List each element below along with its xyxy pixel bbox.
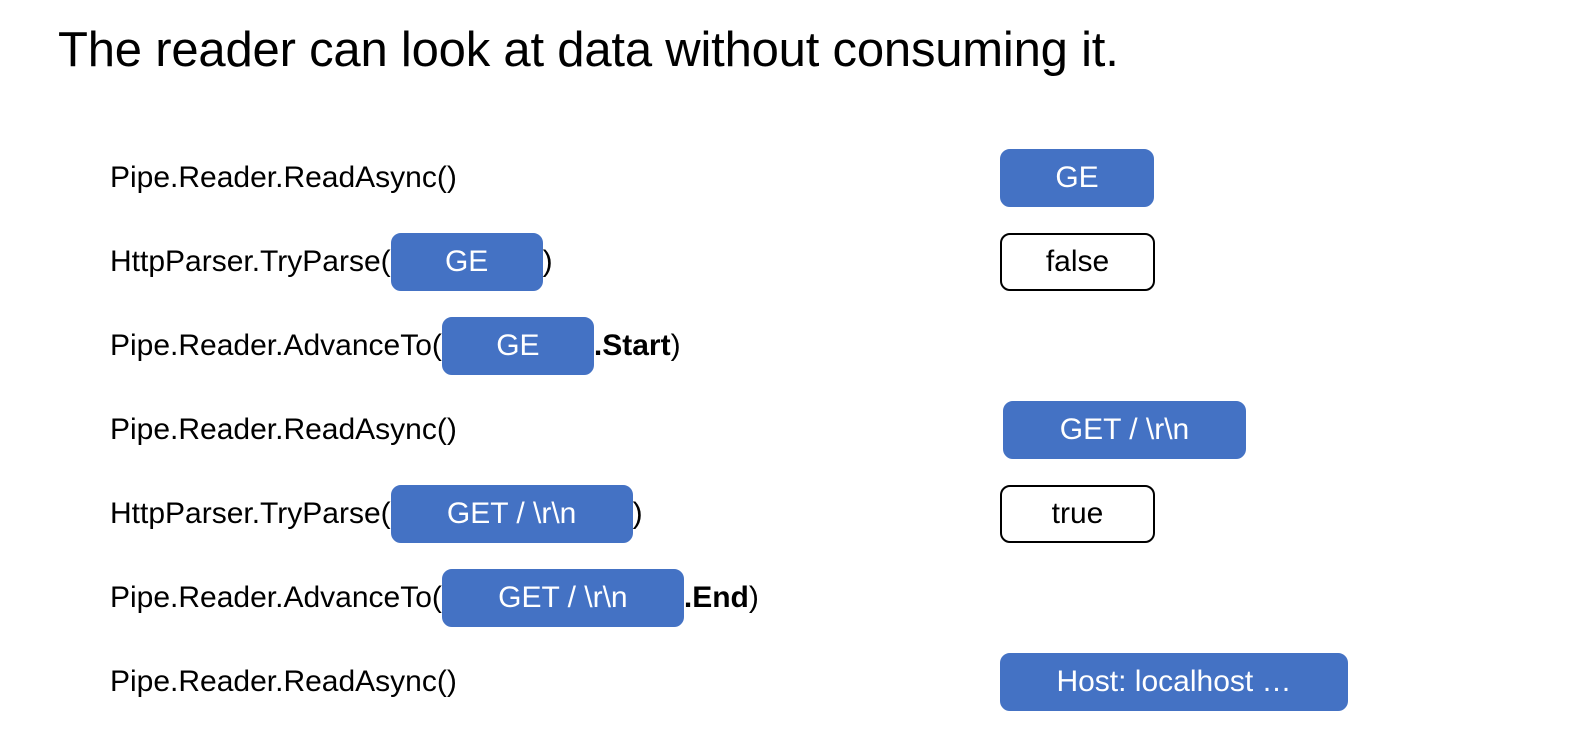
result-badge-buffer: Host: localhost … bbox=[1000, 653, 1348, 711]
call-text: Pipe.Reader.ReadAsync() bbox=[110, 413, 457, 446]
result-badge-buffer: GE bbox=[1000, 149, 1154, 207]
call-text: Pipe.Reader.ReadAsync() bbox=[110, 665, 457, 698]
call-row: Pipe.Reader.AdvanceTo( GE .Start ) bbox=[110, 304, 990, 388]
call-row: Pipe.Reader.ReadAsync() bbox=[110, 136, 990, 220]
result-row: GE bbox=[1000, 136, 1420, 220]
call-row: Pipe.Reader.ReadAsync() bbox=[110, 388, 990, 472]
result-badge-buffer: GET / \r\n bbox=[1003, 401, 1246, 459]
call-text: HttpParser.TryParse( bbox=[110, 497, 391, 530]
result-row-empty bbox=[1000, 304, 1420, 388]
call-sequence-list: Pipe.Reader.ReadAsync() HttpParser.TryPa… bbox=[110, 136, 990, 724]
call-text-close-paren: ) bbox=[670, 329, 681, 362]
result-row: Host: localhost … bbox=[1000, 640, 1420, 724]
call-row: Pipe.Reader.AdvanceTo( GET / \r\n .End ) bbox=[110, 556, 990, 640]
call-row: Pipe.Reader.ReadAsync() bbox=[110, 640, 990, 724]
call-row: HttpParser.TryParse( GE ) bbox=[110, 220, 990, 304]
result-row-empty bbox=[1000, 556, 1420, 640]
result-row: false bbox=[1000, 220, 1420, 304]
call-text-suffix: .Start bbox=[593, 329, 671, 362]
result-badge-boolean: true bbox=[1000, 485, 1155, 543]
call-text: Pipe.Reader.AdvanceTo( bbox=[110, 329, 442, 362]
call-text-close-paren: ) bbox=[748, 581, 759, 614]
call-text: Pipe.Reader.ReadAsync() bbox=[110, 161, 457, 194]
call-text: Pipe.Reader.AdvanceTo( bbox=[110, 581, 442, 614]
buffer-badge: GET / \r\n bbox=[390, 485, 633, 543]
result-badge-boolean: false bbox=[1000, 233, 1155, 291]
buffer-badge: GE bbox=[390, 233, 543, 291]
call-text-suffix: ) bbox=[632, 497, 643, 530]
call-text-suffix: .End bbox=[683, 581, 749, 614]
call-text-suffix: ) bbox=[542, 245, 553, 278]
call-text: HttpParser.TryParse( bbox=[110, 245, 391, 278]
buffer-badge: GE bbox=[441, 317, 594, 375]
result-list: GE false GET / \r\n true Host: localhost… bbox=[1000, 136, 1420, 724]
page-title: The reader can look at data without cons… bbox=[58, 23, 1119, 77]
call-row: HttpParser.TryParse( GET / \r\n ) bbox=[110, 472, 990, 556]
result-row: GET / \r\n bbox=[1000, 388, 1420, 472]
buffer-badge: GET / \r\n bbox=[441, 569, 684, 627]
result-row: true bbox=[1000, 472, 1420, 556]
